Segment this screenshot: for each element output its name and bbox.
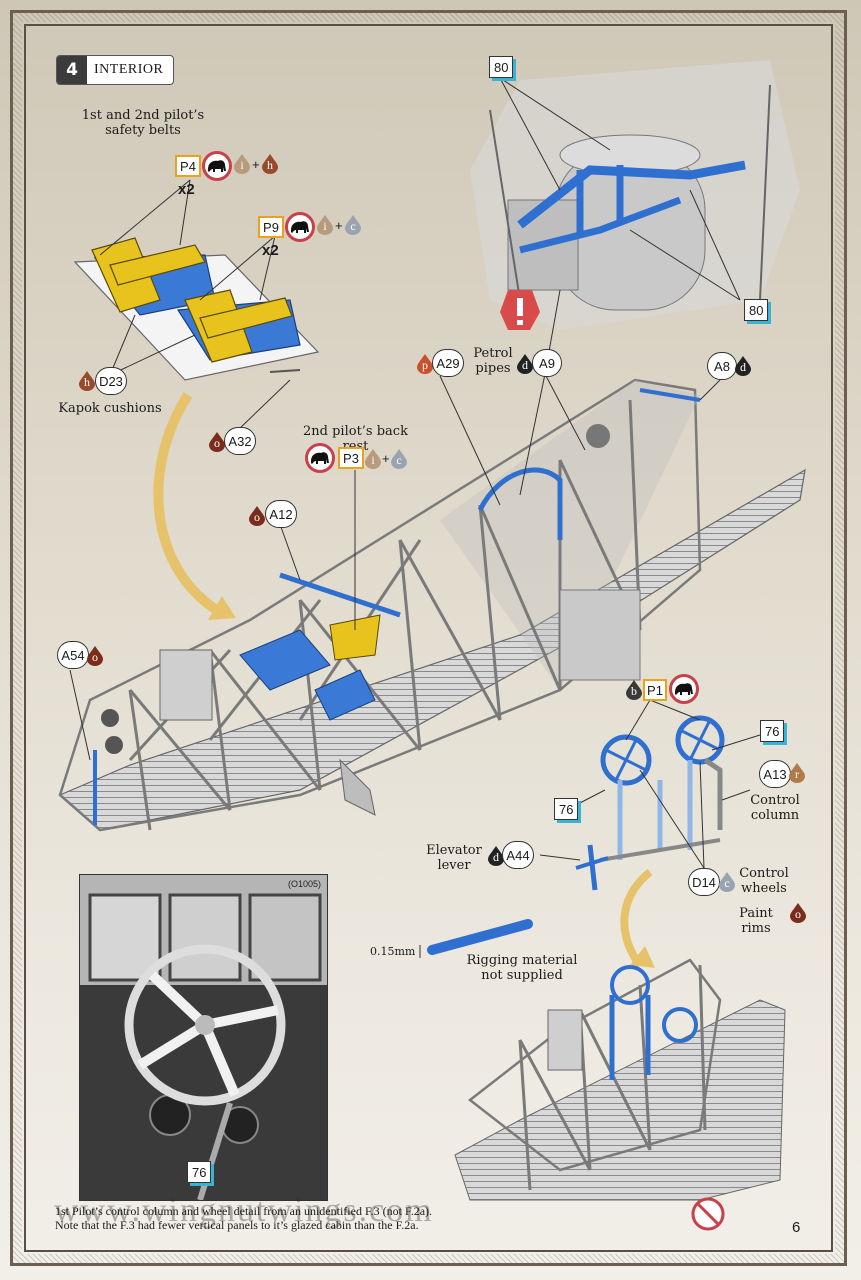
page-frame-outer <box>10 10 847 1266</box>
page-number: 6 <box>792 1219 801 1236</box>
footer-note-line-2: Note that the F.3 had fewer vertical pan… <box>55 1218 419 1232</box>
elephant-icon <box>669 674 699 704</box>
part-a44: A44 <box>502 841 534 869</box>
paint-drop-i-icon: i <box>233 154 251 174</box>
paint-drop-h-icon: h <box>261 154 279 174</box>
part-p3: P3 <box>338 447 364 469</box>
step-number: 4 <box>57 56 87 84</box>
part-p4: P4 <box>175 155 201 177</box>
paint-drop-i-icon: i <box>316 215 334 235</box>
part-d14: D14 <box>688 868 720 896</box>
part-a32: A32 <box>224 427 256 455</box>
paint-drop-o-icon: o <box>789 903 807 923</box>
ref-80-bottom: 80 <box>744 299 769 321</box>
paint-drop-i-icon: i <box>364 449 382 469</box>
part-p1: P1 <box>643 679 667 701</box>
ref-80-top: 80 <box>489 56 514 78</box>
paint-drop-b-icon: b <box>625 680 643 700</box>
footer-note-line-1: 1st Pilot’s control column and wheel det… <box>55 1204 433 1218</box>
paint-drop-c-icon: c <box>718 872 736 892</box>
plus-sign: + <box>382 451 390 466</box>
cockpit-photo-image <box>80 875 327 1200</box>
paint-drop-o-icon: o <box>208 432 226 452</box>
page-frame-inner <box>24 24 833 1252</box>
part-a12: A12 <box>265 500 297 528</box>
paint-drop-d-icon: d <box>734 356 752 376</box>
paint-drop-c-icon: c <box>344 215 362 235</box>
paint-drop-r-icon: r <box>788 763 806 783</box>
label-rigging-size: 0.15mm <box>370 945 416 958</box>
paint-drop-d-icon: d <box>487 846 505 866</box>
label-petrol-pipes: Petrol pipes <box>473 346 513 376</box>
part-a9: A9 <box>532 349 562 377</box>
part-a8: A8 <box>707 352 737 380</box>
step-header: 4 INTERIOR <box>56 55 175 85</box>
watermark: www.wingnutwings.com <box>54 1192 434 1229</box>
part-a13: A13 <box>759 760 791 788</box>
label-control-wheels: Control wheels <box>739 866 789 896</box>
tank-inset <box>470 60 800 330</box>
cushion-belt-assembly <box>73 237 320 381</box>
elephant-icon <box>202 151 232 181</box>
paint-drop-p-icon: p <box>416 354 434 374</box>
plus-sign: + <box>335 218 343 233</box>
label-rigging-material: Rigging material not supplied <box>466 953 578 983</box>
label-safety-belts: 1st and 2nd pilot’s safety belts <box>81 108 205 138</box>
paint-drop-o-icon: o <box>248 506 266 526</box>
label-kapok-cushions: Kapok cushions <box>58 401 162 416</box>
reference-photo: (O1005) 76 <box>79 874 328 1201</box>
plus-sign: + <box>252 157 260 172</box>
elephant-icon <box>305 443 335 473</box>
label-paint-rims: Paint rims <box>739 906 773 936</box>
ref-76-photo: 76 <box>187 1161 212 1183</box>
step-title: INTERIOR <box>94 62 164 77</box>
part-d23: D23 <box>95 367 127 395</box>
fuselage-detail-view <box>454 958 786 1231</box>
paint-drop-c-icon: c <box>390 449 408 469</box>
part-a54: A54 <box>57 641 89 669</box>
elephant-icon <box>285 212 315 242</box>
paint-drop-d-icon: d <box>516 354 534 374</box>
multiplier-p4: x2 <box>178 181 195 198</box>
ref-76-right: 76 <box>760 720 785 742</box>
multiplier-p9: x2 <box>262 242 279 259</box>
label-elevator-lever: Elevator lever <box>426 843 482 873</box>
paint-drop-h-icon: h <box>78 371 96 391</box>
control-column-parts <box>575 715 725 891</box>
part-a29: A29 <box>432 349 464 377</box>
fuselage-hull <box>58 378 806 832</box>
photo-code: (O1005) <box>287 879 321 889</box>
footer-note: 1st Pilot’s control column and wheel det… <box>55 1204 432 1232</box>
label-control-column: Control column <box>750 793 800 823</box>
ref-76-left: 76 <box>554 798 579 820</box>
paint-drop-o-icon: o <box>86 646 104 666</box>
part-p9: P9 <box>258 216 284 238</box>
